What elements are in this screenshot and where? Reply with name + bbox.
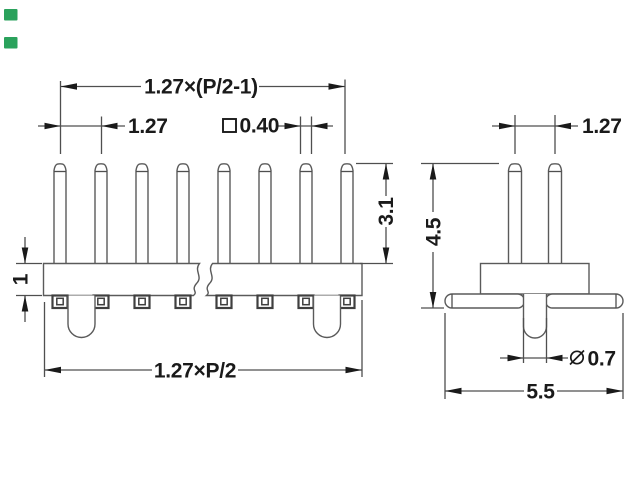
pin — [94, 163, 108, 264]
tail-diameter-label: 0.7 — [588, 348, 616, 371]
overall-height-label: 4.5 — [423, 217, 446, 246]
annotation-markers — [4, 9, 18, 49]
side-pins — [507, 163, 563, 264]
front-body — [42, 262, 363, 297]
pin — [258, 163, 272, 264]
dim-body-thickness: 1 — [10, 237, 42, 322]
pin — [176, 163, 190, 264]
dim-row-span: 1.27×(P/2-1) — [59, 76, 346, 154]
pin-size-label: 0.40 — [240, 115, 280, 138]
flange-left-wing — [444, 293, 526, 309]
dim-tail-diameter: 0.7 — [500, 318, 616, 371]
side-body — [479, 262, 590, 295]
body-right-half — [204, 262, 363, 297]
green-marker-bottom — [4, 37, 18, 49]
dim-flange-width: 5.5 — [444, 313, 624, 404]
front-pegs — [67, 295, 342, 339]
pitch-label-front: 1.27 — [128, 115, 168, 138]
side-flange — [444, 293, 624, 309]
front-pins — [53, 163, 354, 264]
pin — [53, 163, 67, 264]
dim-overall-height: 4.5 — [421, 162, 499, 309]
dim-pin-size: 0.40 — [222, 115, 333, 154]
body-left-half — [42, 262, 201, 297]
locating-peg — [67, 295, 96, 339]
front-view: 1.27×(P/2-1) 1.27 0.40 — [10, 76, 399, 383]
pitch-label-side: 1.27 — [582, 115, 622, 138]
body-thickness-label: 1 — [10, 273, 33, 285]
pin — [135, 163, 149, 264]
dim-pitch-front: 1.27 — [38, 115, 168, 154]
diameter-symbol — [569, 349, 585, 366]
pin-height-label: 3.1 — [375, 197, 398, 226]
flange-width-label: 5.5 — [526, 381, 555, 404]
tail-pin — [522, 294, 548, 339]
dim-pitch-side: 1.27 — [492, 115, 622, 154]
pin — [217, 163, 231, 264]
side-view: 1.27 4.5 0.7 — [421, 115, 624, 404]
flange-right-wing — [544, 293, 624, 309]
pin — [299, 163, 313, 264]
front-pads — [51, 294, 356, 310]
square-symbol — [222, 118, 237, 133]
green-marker-top — [4, 9, 18, 21]
locating-peg — [312, 295, 342, 339]
body-span-label: 1.27×P/2 — [154, 360, 236, 383]
row-span-label: 1.27×(P/2-1) — [144, 76, 258, 99]
dim-pin-height: 3.1 — [356, 162, 398, 265]
pin — [340, 163, 354, 264]
pin — [547, 163, 563, 264]
dim-body-span: 1.27×P/2 — [43, 300, 363, 383]
pin — [507, 163, 523, 264]
